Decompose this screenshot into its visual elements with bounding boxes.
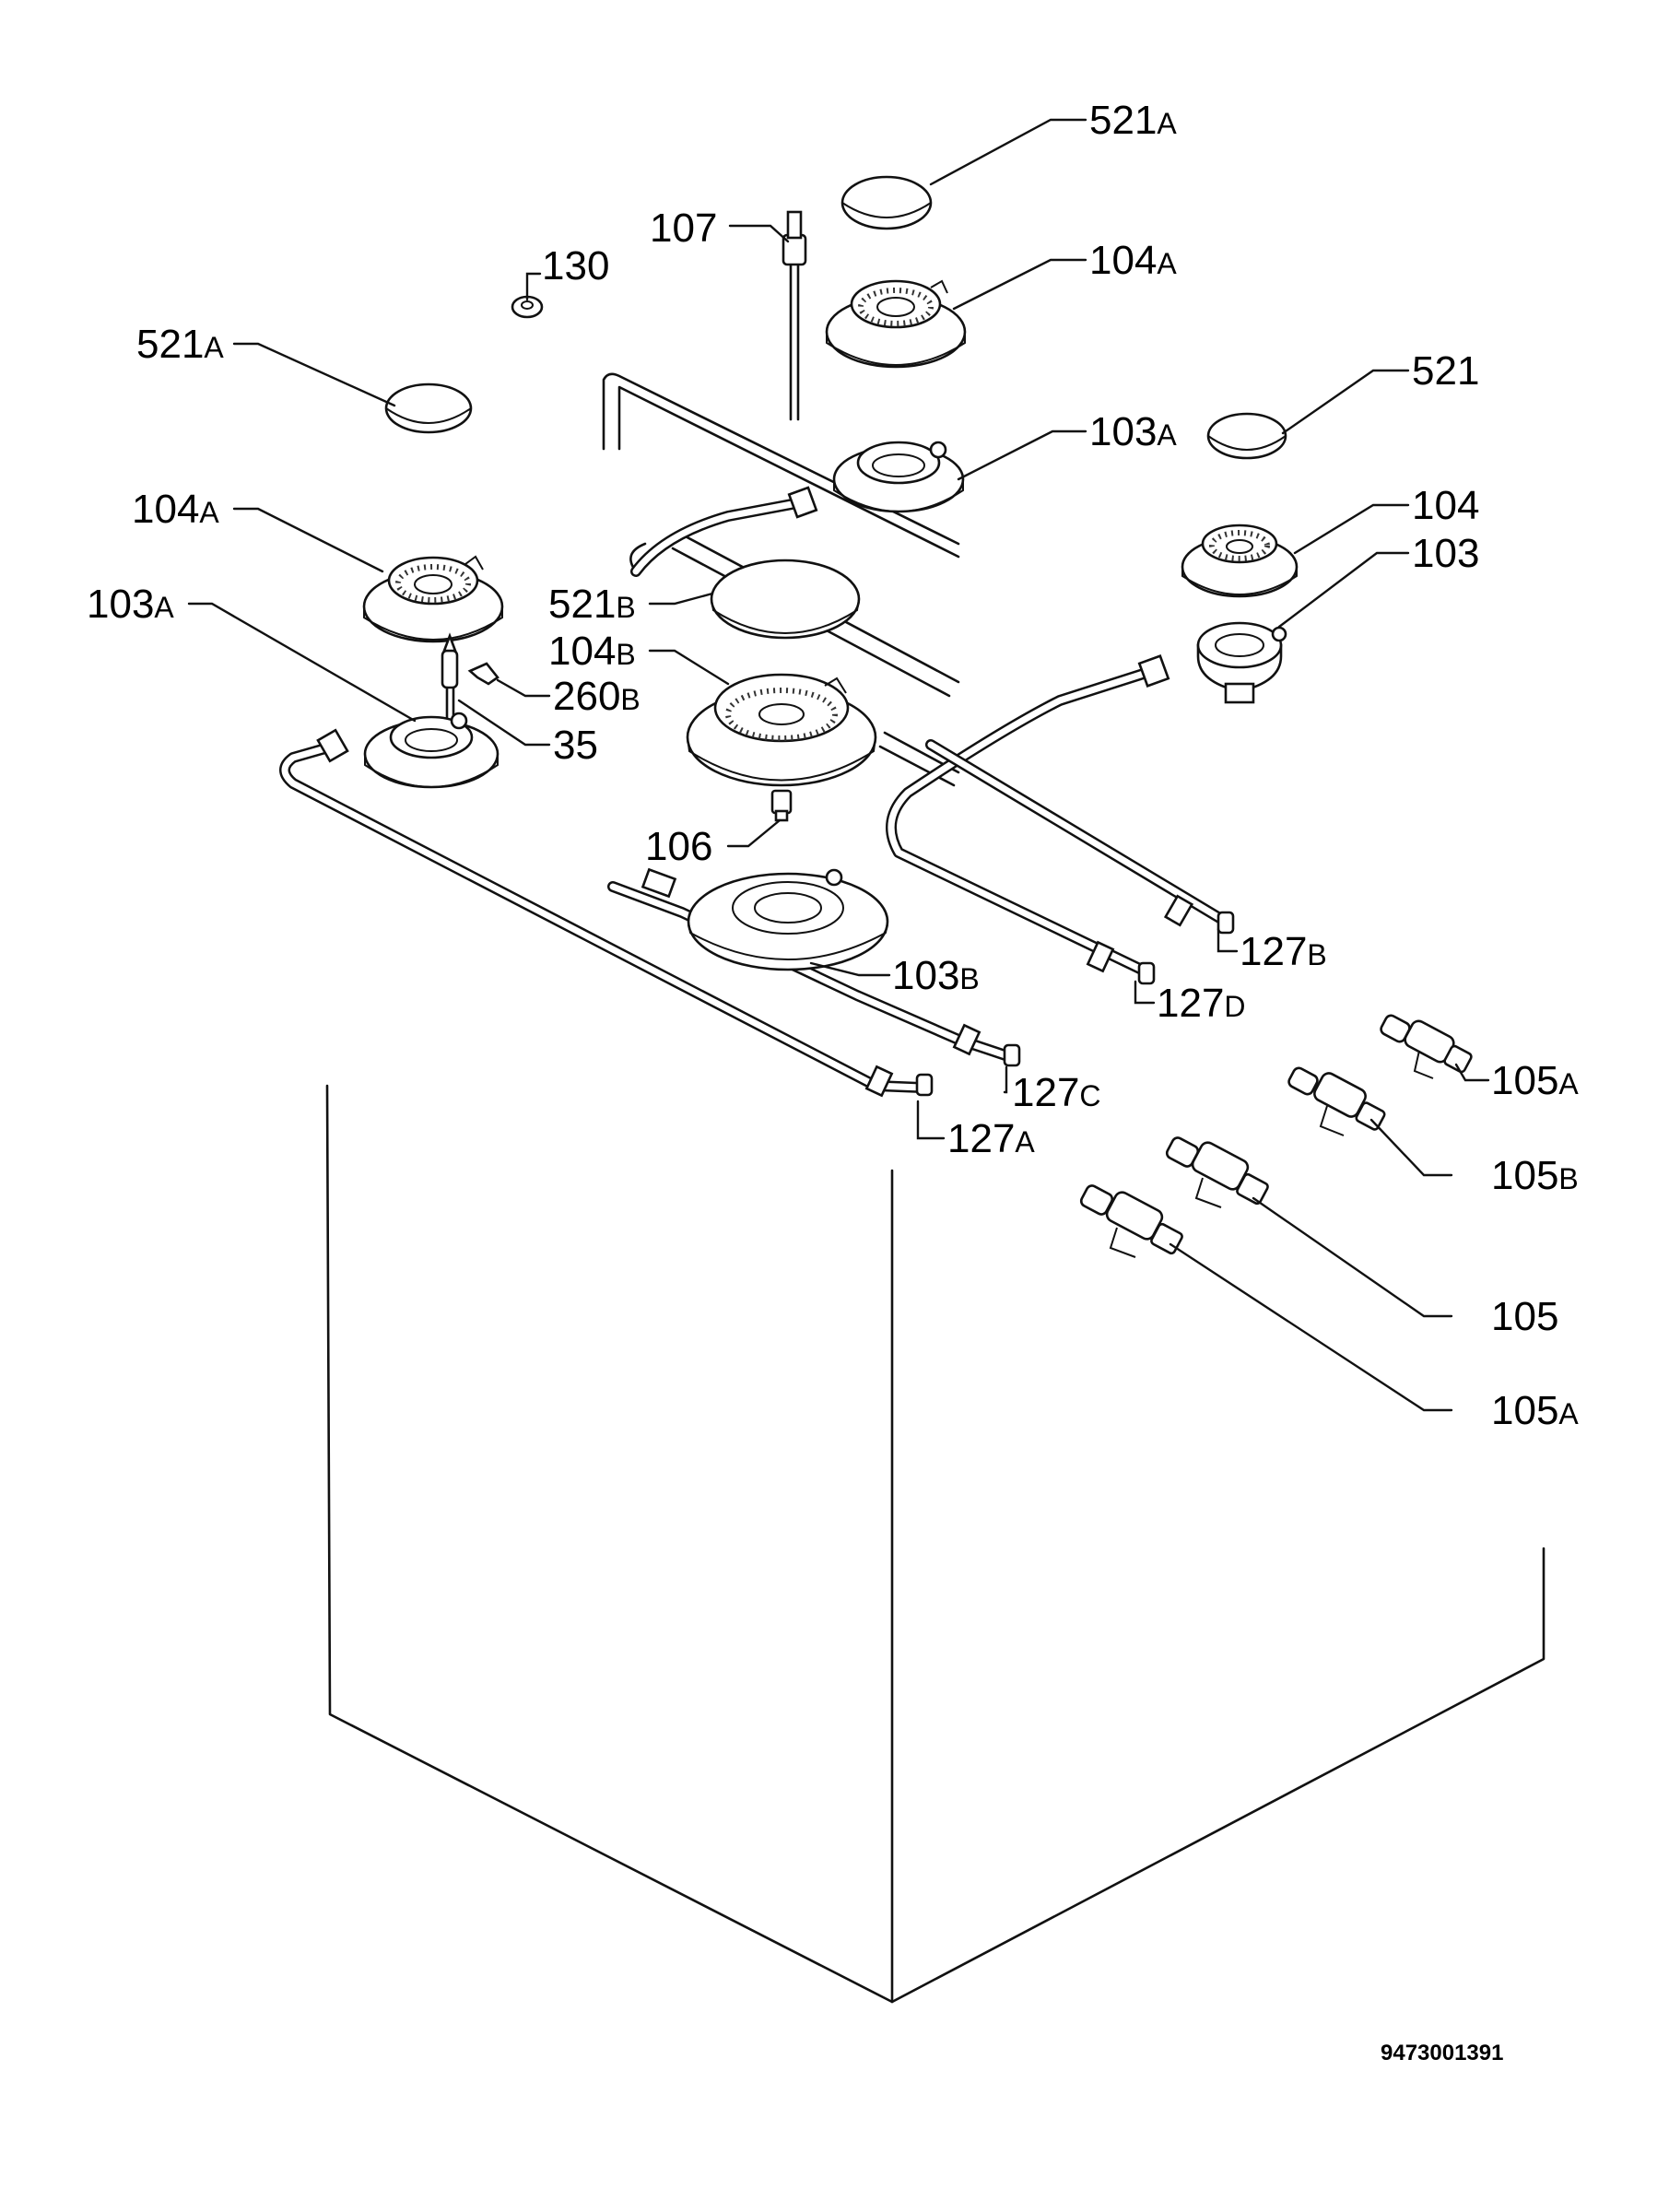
clip-260b <box>467 662 500 686</box>
label-103: 103 <box>1412 531 1479 576</box>
nut-130 <box>511 295 544 319</box>
burner-cap-521a-left <box>384 382 473 434</box>
label-127b: 127B <box>1240 929 1327 974</box>
flame-spreader-104a-left <box>362 555 504 643</box>
label-104: 104 <box>1412 483 1479 528</box>
label-521b: 521B <box>548 582 636 627</box>
burner-cap-521-right <box>1206 412 1287 460</box>
gas-tap-105a-top <box>1380 1014 1473 1079</box>
label-104b: 104B <box>548 629 636 674</box>
gas-tap-105b <box>1287 1066 1386 1136</box>
gas-pipe-upper <box>630 497 807 577</box>
label-127c: 127C <box>1012 1070 1101 1115</box>
label-103a-left: 103A <box>87 582 174 627</box>
label-130: 130 <box>542 243 609 288</box>
burner-crown-103a-left <box>363 712 500 789</box>
label-127d: 127D <box>1157 981 1246 1026</box>
label-103a-top: 103A <box>1089 409 1177 454</box>
label-35: 35 <box>553 723 598 768</box>
flame-spreader-104a-top <box>825 279 967 369</box>
label-103b: 103B <box>892 953 980 998</box>
label-521a-left: 521A <box>136 322 224 367</box>
pipe-fittings <box>316 486 1235 1098</box>
label-104a-top: 104A <box>1089 238 1177 283</box>
cabinet-outline <box>325 1084 1546 2004</box>
flame-spreader-104-right <box>1181 524 1299 598</box>
burner-cap-521b <box>710 559 861 640</box>
flame-spreader-104b <box>686 673 877 787</box>
injector-106 <box>770 789 793 822</box>
gas-tap-105 <box>1165 1136 1269 1208</box>
label-521: 521 <box>1412 348 1479 394</box>
label-127a: 127A <box>947 1116 1035 1161</box>
label-105a-top: 105A <box>1491 1058 1579 1103</box>
spark-electrode-35 <box>441 632 459 719</box>
label-107: 107 <box>650 206 717 251</box>
gas-tap-105a-bottom <box>1079 1184 1183 1258</box>
thermocouple-107 <box>782 210 807 421</box>
gas-pipe-127c <box>607 881 1019 1064</box>
label-105a-bottom: 105A <box>1491 1388 1579 1433</box>
burner-crown-103-right <box>1196 621 1287 704</box>
leader-lines <box>187 118 1490 1412</box>
burner-cap-521a-top <box>840 175 933 230</box>
label-104a-left: 104A <box>132 487 219 532</box>
drawing-code: 9473001391 <box>1381 2041 1503 2065</box>
gas-pipe-127b <box>925 739 1231 927</box>
label-105: 105 <box>1491 1294 1558 1339</box>
label-260b: 260B <box>553 674 641 719</box>
burner-crown-103a-top <box>832 441 965 513</box>
gas-pipe-127a <box>279 741 927 1093</box>
part-labels: 521A 107 130 104A 521A 521 103A 104A 104… <box>87 98 1579 1433</box>
burner-crown-103b <box>687 868 889 971</box>
gas-pipe-127d <box>886 665 1158 978</box>
label-521a-top: 521A <box>1089 98 1177 143</box>
label-105b: 105B <box>1491 1153 1579 1198</box>
label-106: 106 <box>645 824 712 869</box>
